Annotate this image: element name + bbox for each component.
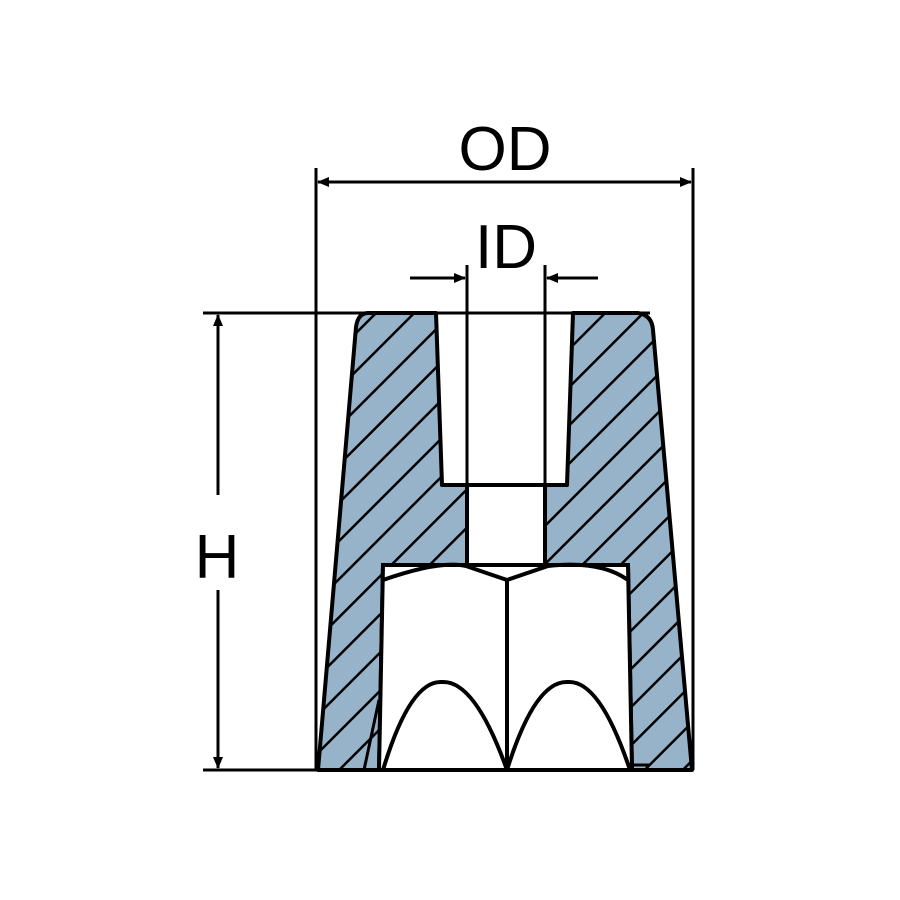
label-h: H xyxy=(195,523,240,592)
hex-nut xyxy=(362,562,650,772)
label-od: OD xyxy=(459,115,552,184)
label-id: ID xyxy=(475,213,537,282)
extension-lines xyxy=(203,168,695,772)
